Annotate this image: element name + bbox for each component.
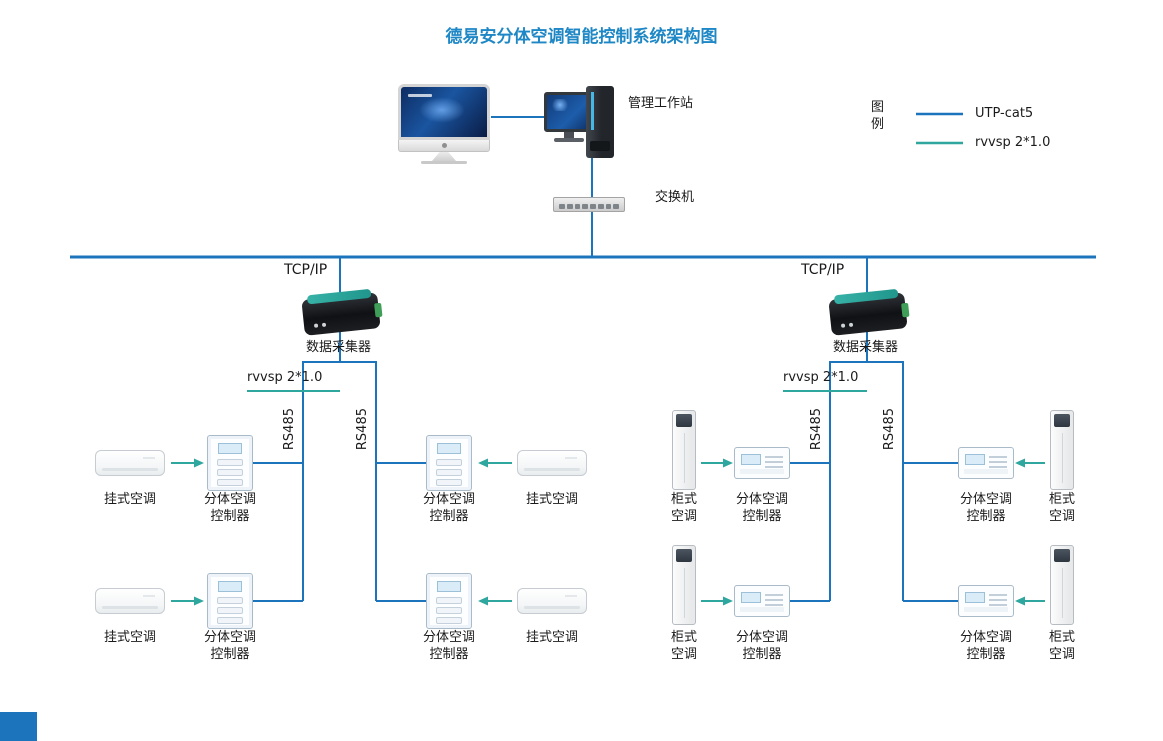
imac-stand <box>432 152 456 161</box>
pc-monitor-foot <box>554 138 584 142</box>
imac-computer <box>398 84 490 164</box>
data-collector-label-right: 数据采集器 <box>833 340 899 355</box>
cabinet-ac-unit <box>1050 545 1074 625</box>
split-controller-label: 分体空调 控制器 <box>422 630 475 662</box>
backbone-utp-wires <box>70 116 1096 298</box>
collector-ports <box>313 322 327 328</box>
legend-title: 图 例 <box>871 100 884 134</box>
controller-display <box>437 443 461 454</box>
wall-ac-label: 挂式空调 <box>525 630 578 645</box>
split-controller-label: 分体空调 控制器 <box>203 630 256 662</box>
rs485-label-right-bus2: RS485 <box>882 408 897 451</box>
wall-ac-unit <box>95 450 165 476</box>
data-collector-label-left: 数据采集器 <box>306 340 372 355</box>
wall-ac-label: 挂式空调 <box>103 492 156 507</box>
cabinet-ac-label: 柜式 空调 <box>1048 492 1075 524</box>
diagram-title: 德易安分体空调智能控制系统架构图 <box>445 27 718 47</box>
split-controller-device <box>958 585 1014 617</box>
controller-display <box>437 581 461 592</box>
right-rs485-bus <box>790 330 958 602</box>
pc-monitor-screen <box>544 92 594 132</box>
controller-display <box>218 443 242 454</box>
tcpip-label-right: TCP/IP <box>801 262 845 278</box>
rs485-label-left-bus2: RS485 <box>355 408 370 451</box>
legend-line-samples <box>916 112 963 145</box>
switch-device <box>553 197 625 212</box>
controller-display <box>741 454 761 465</box>
wall-ac-unit <box>95 588 165 614</box>
split-controller-label: 分体空调 控制器 <box>959 630 1012 662</box>
imac-base <box>421 161 467 164</box>
split-controller-device <box>958 447 1014 479</box>
workstation-label: 管理工作站 <box>628 96 694 111</box>
tcpip-label-left: TCP/IP <box>284 262 328 278</box>
imac-screen <box>398 84 490 140</box>
rs485-label-right-bus1: RS485 <box>809 408 824 451</box>
wall-ac-unit <box>517 588 587 614</box>
pc-tower <box>586 86 614 158</box>
split-controller-label: 分体空调 控制器 <box>422 492 475 524</box>
corner-decoration <box>0 712 37 741</box>
legend-item-utp-label: UTP-cat5 <box>975 106 1034 121</box>
split-controller-device <box>734 447 790 479</box>
wall-ac-label: 挂式空调 <box>103 630 156 645</box>
legend-item-rvvsp-label: rvvsp 2*1.0 <box>975 135 1051 150</box>
wall-ac-unit <box>517 450 587 476</box>
pc-monitor <box>544 92 594 142</box>
cabinet-ac-unit <box>672 545 696 625</box>
split-controller-label: 分体空调 控制器 <box>735 492 788 524</box>
split-controller-device <box>734 585 790 617</box>
rvvsp-label-left: rvvsp 2*1.0 <box>247 370 323 385</box>
rs485-label-left-bus1: RS485 <box>282 408 297 451</box>
controller-display <box>965 454 985 465</box>
cabinet-ac-label: 柜式 空调 <box>670 492 697 524</box>
collector-ports <box>840 322 854 328</box>
left-rs485-bus <box>253 330 426 602</box>
imac-chin <box>398 140 490 152</box>
switch-ports <box>559 204 619 209</box>
switch-label: 交换机 <box>655 190 695 205</box>
split-controller-device <box>426 573 472 629</box>
pc-monitor-neck <box>564 132 574 138</box>
cabinet-ac-label: 柜式 空调 <box>1048 630 1075 662</box>
legend-title-char1: 图 <box>871 100 885 115</box>
cabinet-ac-unit <box>672 410 696 490</box>
controller-display <box>965 592 985 603</box>
controller-display <box>218 581 242 592</box>
split-controller-label: 分体空调 控制器 <box>959 492 1012 524</box>
rvvsp-label-right: rvvsp 2*1.0 <box>783 370 859 385</box>
wall-ac-label: 挂式空调 <box>525 492 578 507</box>
cabinet-ac-label: 柜式 空调 <box>670 630 697 662</box>
cabinet-ac-unit <box>1050 410 1074 490</box>
controller-display <box>741 592 761 603</box>
split-controller-device <box>207 435 253 491</box>
ac-connection-arrows <box>171 458 1045 606</box>
split-controller-label: 分体空调 控制器 <box>735 630 788 662</box>
legend-title-char2: 例 <box>871 116 885 132</box>
split-controller-device <box>426 435 472 491</box>
split-controller-label: 分体空调 控制器 <box>203 492 256 524</box>
split-controller-device <box>207 573 253 629</box>
